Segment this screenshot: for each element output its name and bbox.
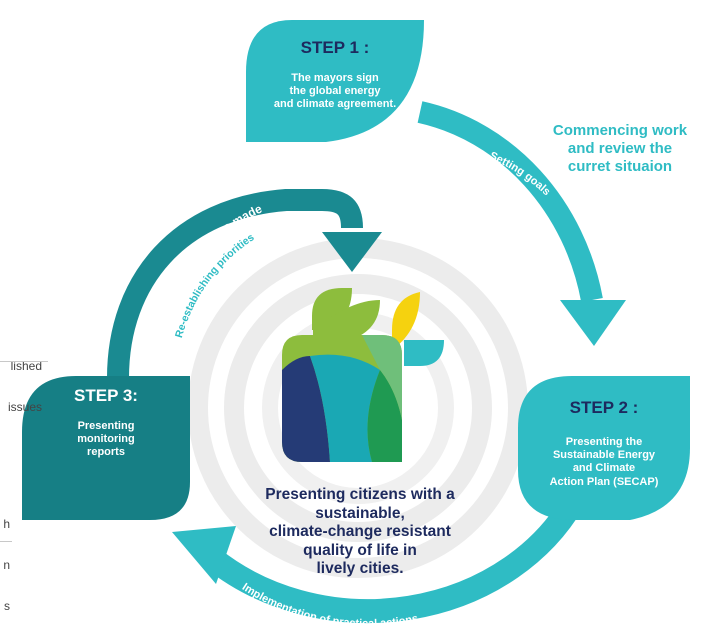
center-line: Presenting citizens with a <box>265 486 455 503</box>
commencing-note: Commencing work and review the curret si… <box>528 122 712 176</box>
left-partial-divider-bottom <box>0 541 12 542</box>
step3-line: monitoring <box>77 433 135 446</box>
step1-line: The mayors sign <box>291 72 379 84</box>
commencing-line: curret situaion <box>567 158 673 175</box>
left-partial-note-bottom: h n s <box>0 490 10 628</box>
step1-line: and climate agreement. <box>273 98 397 111</box>
step3-title: STEP 3: <box>74 386 138 405</box>
left-partial-line: lished <box>10 358 42 373</box>
arrow-setting-goals <box>417 101 626 346</box>
center-line: climate-change resistant <box>269 523 451 541</box>
arrow-reviewing <box>107 189 382 379</box>
arrow-implementation <box>172 494 585 624</box>
step2-description: Presenting the Sustainable Energy and Cl… <box>518 436 690 489</box>
left-partial-divider-top <box>0 361 48 362</box>
step3-line: Presenting <box>77 420 135 432</box>
left-partial-line: n <box>3 557 10 572</box>
step2-shape <box>518 376 690 520</box>
leaf-logo-icon <box>282 288 444 462</box>
step2-line: Action Plan (SECAP) <box>549 475 659 488</box>
center-line: lively cities. <box>316 560 404 578</box>
left-partial-line: h <box>3 516 10 531</box>
center-line: quality of life in <box>303 541 417 559</box>
center-statement: Presenting citizens with a sustainable, … <box>232 486 488 579</box>
step2-line: Presenting the <box>565 436 643 448</box>
step2-line: and Climate <box>572 462 636 475</box>
step1-title: STEP 1 : <box>300 38 370 57</box>
step2-title: STEP 2 : <box>569 398 639 417</box>
step1-line: the global energy <box>289 85 381 98</box>
step3-description: Presenting monitoring reports <box>22 420 190 460</box>
step3-shape <box>22 376 190 520</box>
left-partial-line: issues <box>7 399 42 414</box>
step3-line: reports <box>87 446 125 459</box>
left-partial-line: s <box>4 599 10 614</box>
step1-description: The mayors sign the global energy and cl… <box>246 72 424 112</box>
commencing-line: and review the <box>567 140 673 157</box>
center-line: sustainable, <box>315 504 405 522</box>
step2-line: Sustainable Energy <box>552 449 656 462</box>
left-partial-note-top: lished issues <box>0 332 42 429</box>
step1-shape <box>246 20 424 142</box>
commencing-line: Commencing work <box>552 122 688 139</box>
